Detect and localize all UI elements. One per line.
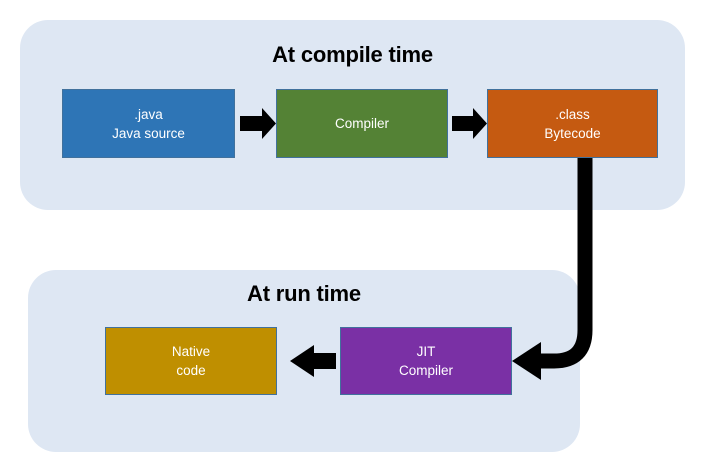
box-jit-compiler-line1: JIT — [416, 344, 436, 359]
box-bytecode-line1: .class — [555, 106, 590, 122]
box-native-code-line2: code — [176, 363, 206, 378]
box-native-code[interactable]: Native code — [105, 327, 277, 395]
box-java-source[interactable]: .java Java source — [62, 89, 235, 158]
panel-title-run-time: At run time — [247, 281, 361, 306]
box-jit-compiler[interactable]: JIT Compiler — [340, 327, 512, 395]
panel-title-compile-time: At compile time — [272, 42, 433, 67]
box-native-code-line1: Native — [171, 344, 211, 359]
box-java-source-line2: Java source — [112, 125, 185, 141]
box-compiler[interactable]: Compiler — [276, 89, 448, 158]
box-compiler-line1: Compiler — [334, 116, 389, 131]
box-bytecode-line2: Bytecode — [544, 125, 601, 141]
box-bytecode[interactable]: .class Bytecode — [487, 89, 658, 158]
box-jit-compiler-line2: Compiler — [398, 363, 453, 378]
box-java-source-line1: .java — [134, 106, 163, 122]
